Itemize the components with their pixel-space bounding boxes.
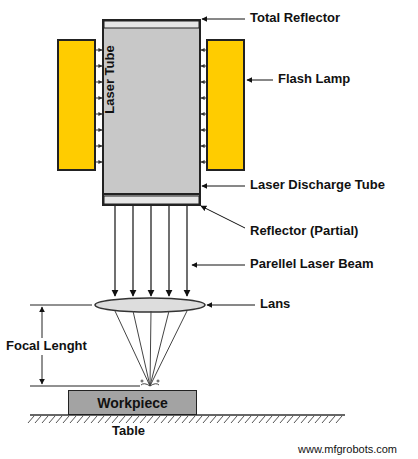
discharge-tube [103, 20, 200, 205]
part-label: Table [112, 424, 145, 439]
part-label: Total Reflector [250, 11, 340, 26]
lens [95, 298, 205, 312]
partial-reflector [104, 196, 199, 204]
flash-lamp [207, 40, 244, 170]
tube-label: Laser Tube [101, 45, 116, 113]
workpiece-label: Workpiece [97, 395, 168, 411]
tube-end [104, 193, 199, 195]
laser-beam [115, 206, 187, 296]
part-label: Parellel Laser Beam [250, 257, 374, 272]
part-label: Lans [260, 297, 290, 312]
part-label: Reflector (Partial) [250, 224, 358, 239]
dimension-label: Focal Lenght [4, 338, 89, 355]
part-label: Flash Lamp [278, 72, 350, 87]
table-hatching [28, 416, 342, 423]
splash [141, 380, 159, 386]
watermark: www.mfgrobots.com [298, 443, 397, 456]
part-label: Laser Discharge Tube [250, 178, 385, 193]
focused-beam [115, 311, 187, 386]
total-reflector [104, 21, 199, 28]
workpiece-box: Workpiece [68, 390, 197, 415]
flash-lamp [58, 40, 95, 170]
laser-tube: Laser Tube [104, 28, 199, 194]
